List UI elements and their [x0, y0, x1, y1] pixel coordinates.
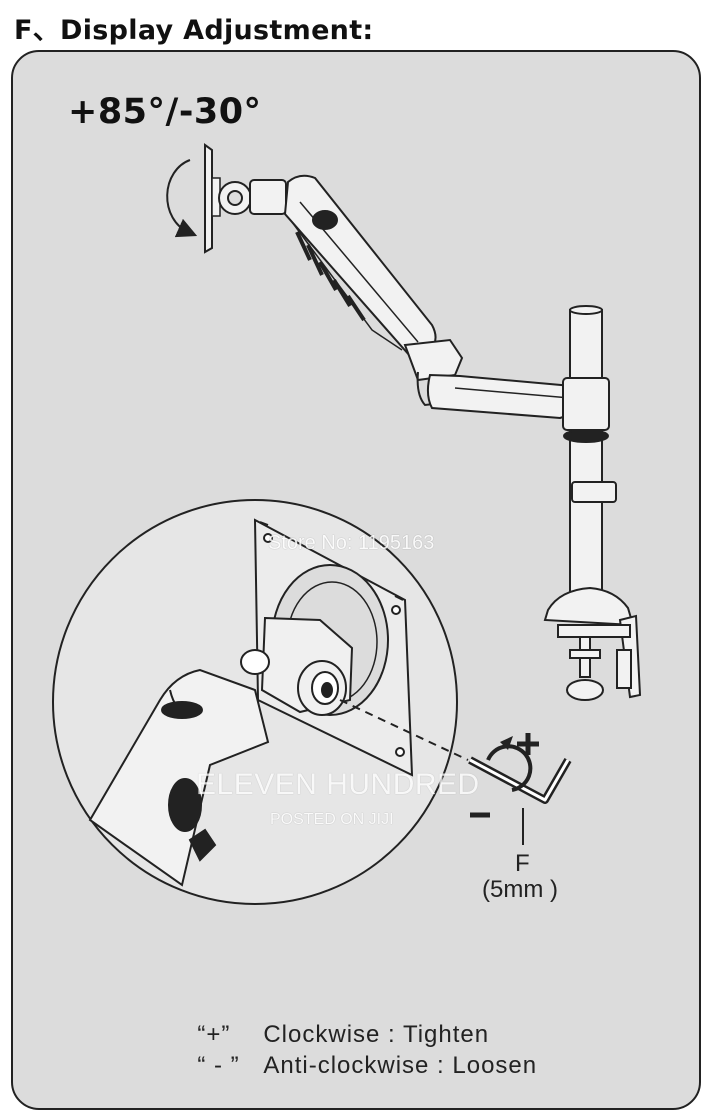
lower-arm [426, 373, 584, 420]
arm-detail [88, 668, 270, 887]
plus-icon [517, 733, 539, 755]
store-watermark: Store No: 1195163 [268, 532, 435, 554]
posted-watermark: POSTED ON JIJI [270, 811, 394, 828]
tool-size: (5mm ) [482, 876, 558, 903]
legend-row: “ - ” Anti-clockwise : Loosen [182, 1024, 537, 1080]
legend-text: Anti-clockwise : Loosen [263, 1052, 538, 1079]
upper-arm [283, 174, 437, 358]
legend-symbol: “+” [197, 1021, 231, 1048]
desk-clamp [543, 586, 642, 701]
tilt-joint-detail [240, 616, 354, 716]
tilt-rotation-arrow [166, 159, 198, 238]
brand-watermark: ELEVEN HUNDRED [196, 768, 480, 801]
legend-text: Clockwise : Tighten [263, 1021, 490, 1048]
alignment-dashed-line [339, 699, 469, 761]
tilt-head [218, 179, 287, 215]
pole [562, 305, 617, 603]
legend-row: “+” Clockwise : Tighten [182, 993, 489, 1049]
elbow-joint [403, 338, 471, 407]
tool-letter: F [515, 850, 530, 877]
vesa-plate-side-view [204, 143, 221, 254]
section-title: F、Display Adjustment: [14, 15, 374, 46]
legend-symbol: “ - ” [197, 1052, 240, 1079]
angle-range-label: +85°/-30° [68, 92, 262, 132]
